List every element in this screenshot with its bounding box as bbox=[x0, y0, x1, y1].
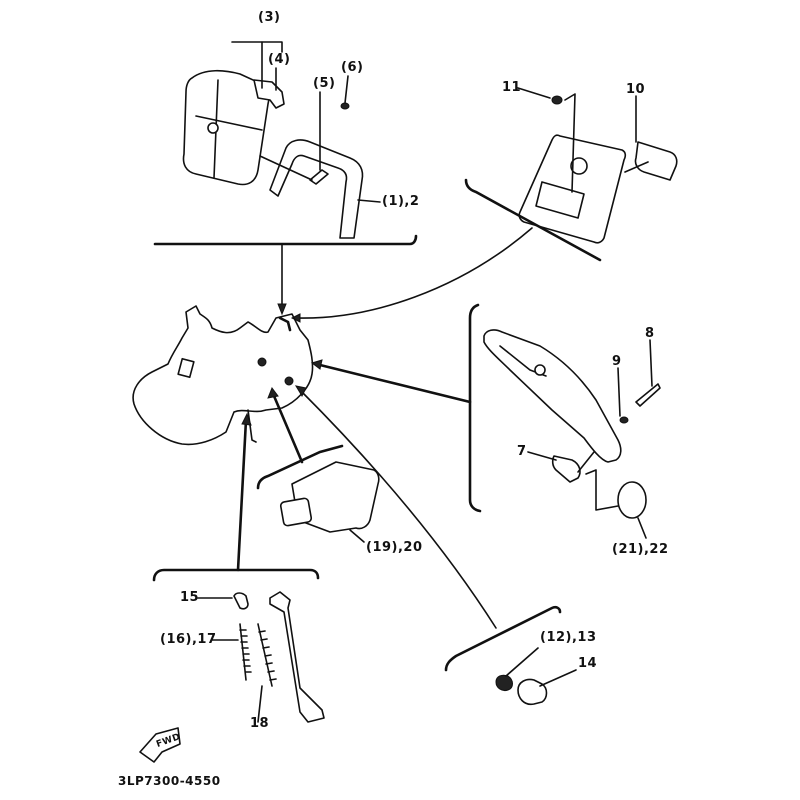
group-bracket bbox=[152, 568, 320, 582]
cdi-unit-group bbox=[256, 385, 497, 629]
arrow-head bbox=[277, 303, 287, 316]
side-stand bbox=[269, 591, 325, 723]
label-part-5: (5) bbox=[313, 76, 336, 91]
fuse-10 bbox=[634, 141, 678, 181]
leader-1-2 bbox=[357, 199, 381, 203]
leader-11 bbox=[517, 87, 551, 99]
fwd-arrow bbox=[139, 727, 181, 763]
seat-pad-button bbox=[207, 122, 219, 134]
bracket-hole bbox=[534, 364, 546, 376]
nut-11 bbox=[551, 95, 563, 105]
label-part-12-13: (12),13 bbox=[540, 630, 597, 645]
cap-12 bbox=[495, 674, 513, 691]
leader-reflector bbox=[585, 469, 619, 511]
reflector-21 bbox=[617, 481, 647, 519]
label-part-8: 8 bbox=[645, 326, 655, 341]
label-part-21-22: (21),22 bbox=[612, 542, 669, 557]
label-part-16-17: (16),17 bbox=[160, 632, 217, 647]
label-part-3: (3) bbox=[258, 10, 281, 25]
group-bracket bbox=[256, 444, 344, 490]
arrow-head bbox=[310, 359, 323, 370]
washer-9 bbox=[619, 416, 629, 424]
arrow-line bbox=[272, 394, 304, 464]
plate-7 bbox=[551, 455, 581, 483]
arrow-line bbox=[314, 362, 472, 404]
arrow-line bbox=[295, 227, 533, 319]
arrow-line bbox=[299, 389, 497, 629]
fender-bracket bbox=[483, 329, 622, 463]
arrow-head bbox=[290, 313, 301, 323]
leader-12-13 bbox=[505, 647, 539, 677]
label-part-6: (6) bbox=[341, 60, 364, 75]
label-part-11: 11 bbox=[502, 80, 522, 95]
label-part-19-20: (19),20 bbox=[366, 540, 423, 555]
mount-point bbox=[257, 357, 267, 367]
cap-group bbox=[444, 605, 577, 706]
group-bracket bbox=[444, 605, 562, 672]
leader-10b bbox=[624, 161, 649, 173]
leader-7b bbox=[577, 451, 595, 473]
bolt-5 bbox=[309, 169, 329, 185]
mount-point bbox=[284, 376, 294, 386]
label-part-18: 18 bbox=[250, 716, 270, 731]
grab-bar bbox=[269, 139, 364, 239]
label-part-10: 10 bbox=[626, 82, 646, 97]
leader-11b bbox=[564, 93, 576, 193]
sidestand-group bbox=[152, 412, 325, 723]
leader-bolt bbox=[259, 155, 313, 181]
seat-pad bbox=[182, 69, 270, 186]
label-part-9: 9 bbox=[612, 354, 622, 369]
bolt-8 bbox=[635, 383, 661, 407]
stand-mount bbox=[247, 409, 257, 443]
leader-7 bbox=[527, 451, 557, 461]
frame-outline bbox=[132, 305, 314, 446]
leader-9 bbox=[617, 367, 621, 417]
leader-6 bbox=[344, 75, 349, 104]
battery-box-recess bbox=[535, 181, 585, 219]
arrow-head bbox=[294, 385, 307, 398]
leader-19-20 bbox=[349, 529, 365, 543]
fender-bracket-group bbox=[310, 303, 661, 539]
cap-14 bbox=[517, 678, 548, 706]
spring-16 bbox=[239, 623, 252, 681]
seat-grab-bar-group bbox=[153, 41, 418, 316]
leader-8 bbox=[649, 339, 653, 387]
battery-box-group bbox=[290, 87, 678, 323]
group-bracket bbox=[153, 234, 418, 246]
battery-box-cap bbox=[570, 157, 588, 175]
group-bracket bbox=[464, 178, 602, 262]
plate-15 bbox=[233, 592, 249, 610]
leader-14 bbox=[539, 669, 577, 687]
label-part-7: 7 bbox=[517, 444, 527, 459]
spring-18 bbox=[257, 623, 277, 687]
drawing-code: 3LP7300-4550 bbox=[118, 774, 221, 788]
arrow-head bbox=[267, 386, 279, 399]
leader-18 bbox=[257, 685, 263, 723]
frame-mount bbox=[278, 316, 292, 332]
label-part-15: 15 bbox=[180, 590, 200, 605]
label-part-14: 14 bbox=[578, 656, 598, 671]
seat-pad-seam bbox=[195, 115, 263, 131]
leader-21-22 bbox=[637, 517, 647, 539]
frame-plate bbox=[177, 357, 195, 379]
frame-group bbox=[132, 305, 314, 446]
cdi-connector bbox=[279, 497, 313, 527]
group-bracket bbox=[468, 303, 482, 513]
nut-6 bbox=[340, 102, 350, 110]
label-part-1-2: (1),2 bbox=[382, 194, 420, 209]
arrow-head bbox=[241, 412, 252, 426]
label-part-4: (4) bbox=[268, 52, 291, 67]
arrow-line bbox=[236, 418, 248, 572]
leader-3 bbox=[261, 41, 283, 89]
